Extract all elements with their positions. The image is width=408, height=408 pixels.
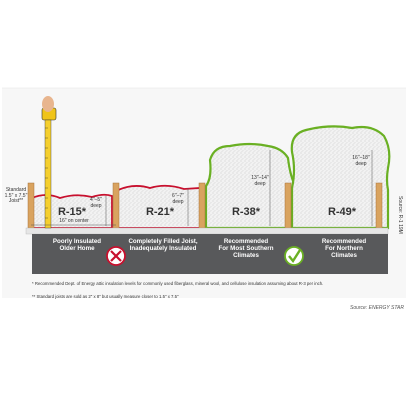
r21-insulation bbox=[117, 184, 201, 229]
joist-label: Standard 1.5" x 7.5" Joist** bbox=[4, 187, 28, 205]
depth-markers bbox=[105, 150, 373, 226]
joist bbox=[375, 182, 383, 229]
r49-insulation bbox=[290, 125, 391, 230]
insulation-fill bbox=[31, 125, 391, 230]
source-credit: Source: ENERGY STAR bbox=[350, 305, 404, 311]
tape-measure-icon bbox=[41, 96, 57, 229]
caption-bar bbox=[32, 234, 388, 274]
joist bbox=[27, 182, 35, 229]
joist bbox=[112, 182, 120, 229]
r49-depth: 16"–18" deep bbox=[352, 155, 370, 167]
spacing-label: 16" on center bbox=[59, 218, 89, 224]
footnote-2: ** Standard joists are sold as 2" x 8" b… bbox=[32, 294, 179, 299]
r38-insulation bbox=[204, 142, 298, 230]
joist bbox=[198, 182, 206, 229]
r38-label: R-38* bbox=[231, 206, 261, 218]
x-icon bbox=[106, 246, 126, 266]
r15-label: R-15* bbox=[57, 206, 87, 218]
r38-caption: Recommended For Most Southern Climates bbox=[218, 238, 274, 259]
side-note: Source: R-1 19M bbox=[397, 196, 403, 234]
r21-label: R-21* bbox=[145, 206, 175, 218]
r15-caption: Poorly Insulated Older Home bbox=[52, 238, 102, 252]
r15-insulation bbox=[31, 193, 113, 229]
drywall bbox=[25, 227, 389, 235]
r21-depth: 6"–7" deep bbox=[172, 193, 184, 205]
r15-depth: 4"–5" deep bbox=[90, 197, 102, 209]
r49-label: R-49* bbox=[327, 206, 357, 218]
check-icon bbox=[284, 246, 304, 266]
joist bbox=[284, 182, 292, 229]
r21-caption: Completely Filled Joist, Inadequately In… bbox=[128, 238, 198, 252]
r49-caption: Recommended For Northern Climates bbox=[321, 238, 367, 259]
hand-icon bbox=[42, 96, 54, 112]
r38-depth: 13"–14" deep bbox=[251, 175, 269, 187]
footnote-1: * Recommended Dept. of Energy attic insu… bbox=[32, 281, 324, 286]
